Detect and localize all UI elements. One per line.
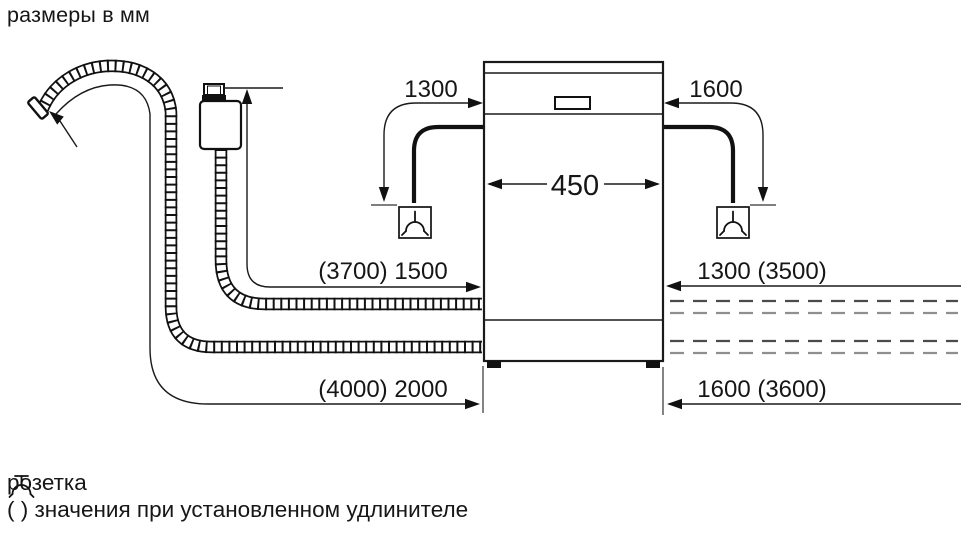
power-cord-left <box>411 124 484 203</box>
foot-right <box>646 361 660 368</box>
label-left-upper: (3700) 1500 <box>318 258 447 285</box>
aquastop-valve <box>198 83 243 151</box>
dimension-width <box>487 178 660 190</box>
control-display <box>554 96 591 110</box>
power-cord-right <box>663 124 736 203</box>
dimension-right-upper <box>666 280 961 292</box>
dishwasher <box>482 60 665 368</box>
label-appliance-width: 450 <box>551 170 599 202</box>
socket-icon <box>8 475 35 498</box>
label-right-lower: 1600 (3600) <box>697 376 826 403</box>
socket-right-icon <box>716 206 750 239</box>
dimension-left-upper <box>224 87 481 293</box>
label-right-upper: 1300 (3500) <box>697 258 826 285</box>
dimension-cord-right <box>664 97 776 206</box>
foot-left <box>487 361 501 368</box>
dimension-right-lower <box>662 367 961 415</box>
label-cord-right: 1600 <box>689 76 742 103</box>
drain-hose <box>27 59 482 354</box>
supply-hose <box>214 149 482 311</box>
socket-left-icon <box>398 206 432 239</box>
legend-socket-row: розетка <box>7 470 468 498</box>
drain-hose-end-cap <box>27 96 49 120</box>
label-cord-left: 1300 <box>404 76 457 103</box>
page-title: размеры в мм <box>7 3 151 27</box>
hose-extension-dashed-lines <box>670 299 958 355</box>
dimension-cord-left <box>371 97 483 206</box>
legend-socket-label: розетка <box>7 470 87 495</box>
legend: розетка ( ) значения при установленном у… <box>7 470 468 523</box>
dimension-left-lower <box>49 84 484 413</box>
label-left-lower: (4000) 2000 <box>318 376 447 403</box>
legend-brackets-note: ( ) значения при установленном удлинител… <box>7 497 469 522</box>
